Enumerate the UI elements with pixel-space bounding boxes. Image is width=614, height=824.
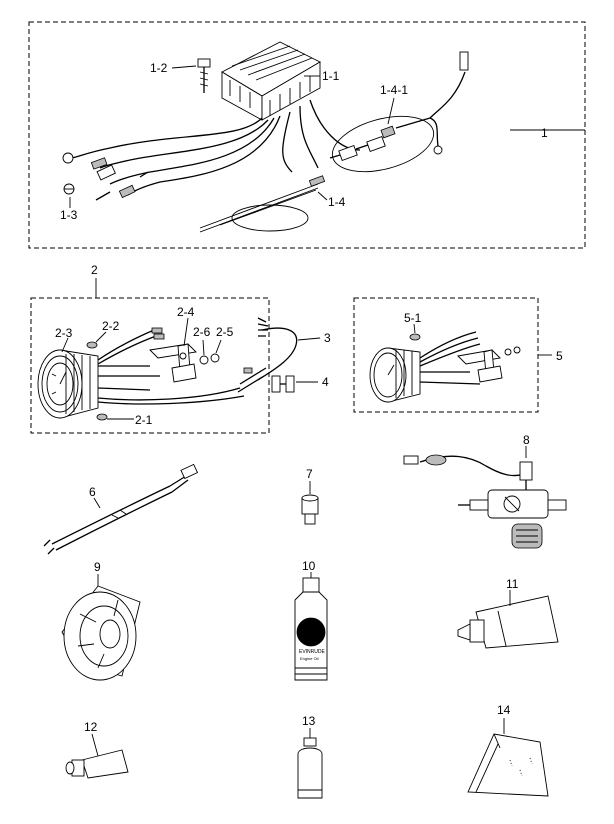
callout-11: 11	[506, 577, 519, 591]
leader-12	[91, 733, 99, 757]
hour-meter-2-3	[37, 349, 99, 419]
group-1-frame	[28, 21, 586, 249]
callout-1-1: 1-1	[322, 69, 340, 83]
group-2-meter-kit: 2	[30, 263, 270, 434]
leader-2-2	[95, 331, 107, 343]
group-2-frame	[30, 297, 270, 434]
callout-1-3: 1-3	[60, 208, 78, 222]
nut-2-5	[210, 353, 220, 363]
leader-2-5	[215, 339, 222, 354]
part-2-2	[86, 341, 98, 349]
callout-13: 13	[302, 714, 316, 728]
screw-1-2	[197, 58, 211, 93]
bracket-5	[457, 349, 503, 383]
leader-6	[93, 497, 101, 509]
meter-leads-upper	[97, 329, 157, 365]
nut	[513, 346, 521, 354]
callout-8: 8	[523, 433, 530, 447]
oil-bottle-10: EVINRUDE Engine Oil 10	[294, 559, 328, 681]
wire-harness-3: 3	[237, 317, 331, 393]
callout-1: 1	[541, 126, 548, 140]
spray-can-13: 13	[297, 714, 323, 799]
callout-1-2: 1-2	[150, 61, 168, 75]
grease-tube-11: 11	[457, 577, 559, 649]
leader-2-4	[183, 317, 189, 347]
callout-5-1: 5-1	[404, 311, 422, 325]
fitting-7: 7	[301, 467, 319, 525]
callout-7: 7	[306, 467, 313, 481]
meter-5-leads	[419, 331, 481, 367]
callout-2-1: 2-1	[135, 413, 153, 427]
bracket-2-4	[149, 343, 197, 383]
leader-1-2	[171, 65, 197, 69]
part-5-1	[409, 333, 421, 341]
callout-3: 3	[324, 331, 331, 345]
extension-harness-6: 6	[43, 463, 199, 555]
rectifier-wire-harness	[62, 99, 361, 201]
callout-2-6: 2-6	[193, 325, 211, 339]
connector-detail-1-4-1	[329, 115, 435, 173]
group-5-meter-kit: 5 5-1	[353, 297, 563, 413]
terminal	[151, 327, 163, 334]
clip-1-3	[63, 183, 75, 195]
group-1-rectifier-kit: 1-2 1-1 1-4-1 1 1-3 1-4	[28, 21, 586, 249]
leader-5-1	[413, 323, 416, 334]
callout-14: 14	[497, 703, 511, 717]
meter-leads-lower	[97, 387, 245, 405]
callout-2: 2	[91, 263, 98, 277]
callout-1-4-1: 1-4-1	[380, 83, 408, 97]
leader-2-6	[202, 339, 205, 356]
terminal	[153, 333, 165, 340]
callout-4: 4	[322, 375, 329, 389]
leader-1-4-1	[387, 97, 395, 125]
small-tube-12: 12	[65, 720, 129, 779]
fuse-holder-4: 4	[271, 375, 329, 393]
nut	[504, 348, 512, 356]
meter-studs	[97, 365, 160, 391]
part-2-1	[96, 413, 108, 421]
hour-meter-5	[369, 347, 421, 403]
bottle-brand-text: EVINRUDE	[299, 649, 326, 655]
meter-5-studs	[419, 371, 481, 385]
flywheel-part-9: 9	[61, 560, 141, 681]
leader-3	[297, 337, 321, 341]
nut-2-6	[199, 355, 209, 365]
callout-12: 12	[84, 720, 98, 734]
bottle-sub-text: Engine Oil	[300, 656, 319, 661]
leader-2-3	[61, 337, 69, 353]
bag-14: 14	[467, 703, 549, 797]
tester-tool-8: 8	[403, 433, 567, 549]
leader-1-4	[317, 191, 328, 201]
callout-2-3: 2-3	[55, 326, 73, 340]
ring-terminal-lead	[429, 51, 469, 155]
callout-2-4: 2-4	[177, 305, 195, 319]
callout-2-5: 2-5	[216, 325, 234, 339]
rectifier-regulator	[221, 41, 321, 121]
callout-9: 9	[94, 560, 101, 574]
wire-lead-1-4	[199, 175, 326, 233]
callout-2-2: 2-2	[102, 319, 120, 333]
callout-5: 5	[556, 349, 563, 363]
callout-6: 6	[89, 485, 96, 499]
callout-10: 10	[302, 559, 316, 573]
callout-1-4: 1-4	[328, 195, 346, 209]
